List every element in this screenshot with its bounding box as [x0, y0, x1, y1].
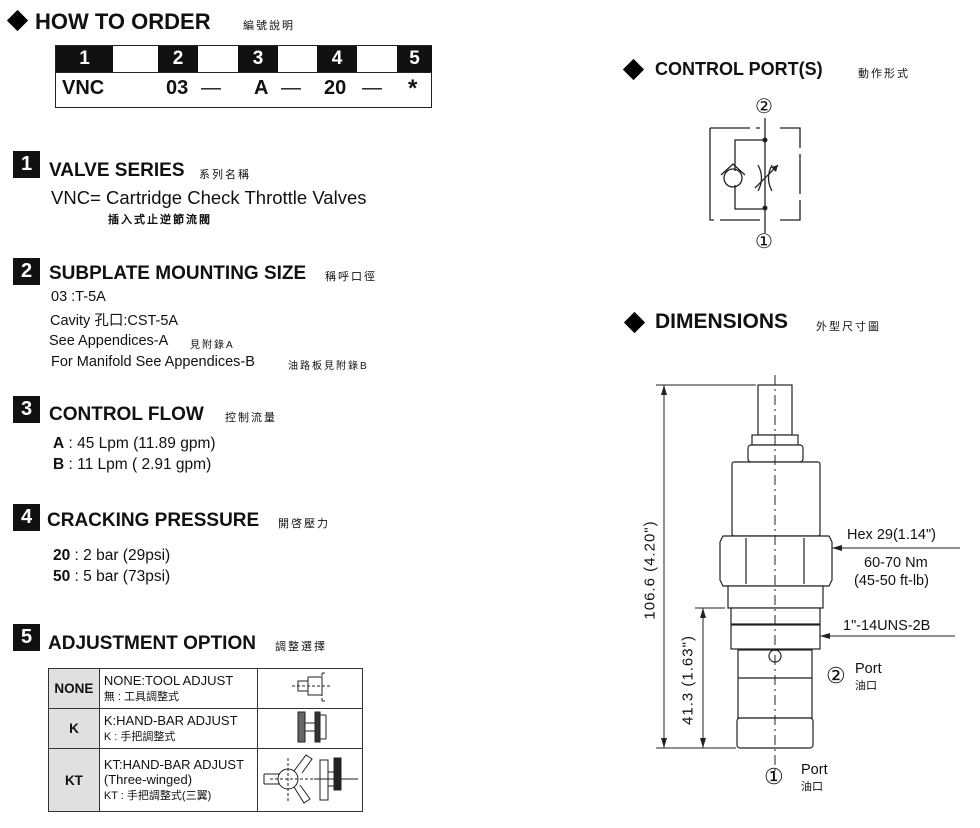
section-title-cjk: 控制流量: [225, 412, 277, 424]
order-code-table: 1 2 3 4 5 VNC 03 — A — 20 — *: [55, 45, 432, 108]
section-number-3: 3: [13, 396, 40, 423]
how-to-order-title-cjk: 編號說明: [243, 20, 295, 32]
torque-label: 60-70 Nm: [864, 555, 928, 571]
adjust-code: K: [48, 708, 100, 749]
appendix-b-cjk: 油路板見附錄B: [288, 361, 369, 372]
three-wing-drawing: [257, 748, 363, 812]
thread-label: 1"-14UNS-2B: [843, 618, 931, 634]
section-title-cjk: 系列名稱: [199, 169, 251, 181]
port-1-label: Port: [801, 762, 828, 778]
valve-series-desc: VNC= Cartridge Check Throttle Valves: [51, 187, 367, 208]
flow-option-b: B : 11 Lpm ( 2.91 gpm): [53, 456, 212, 473]
order-pos-4: 4: [317, 46, 357, 72]
adjust-desc: KT:HAND-BAR ADJUST(Three-winged)KT : 手把調…: [98, 748, 259, 812]
port-1-number: ①: [764, 764, 784, 789]
order-pos-2: 2: [158, 46, 198, 72]
size-line: 03 :T-5A: [51, 289, 106, 305]
section-title-cjk: 調整選擇: [275, 641, 327, 653]
order-value-flow: A: [254, 77, 269, 99]
section-title-valve-series: VALVE SERIES: [49, 160, 185, 181]
section-number-4: 4: [13, 504, 40, 531]
port-1-cjk: 油口: [801, 781, 823, 793]
lower-length-dimension: 41.3 (1.63"): [679, 635, 697, 725]
section-title-cracking-pressure: CRACKING PRESSURE: [47, 510, 260, 531]
section-number-1: 1: [13, 151, 40, 178]
cavity-line: Cavity 孔口:CST-5A: [50, 313, 179, 329]
order-pos-1: 1: [56, 46, 113, 72]
appendix-b-line: For Manifold See Appendices-B: [51, 354, 255, 370]
appendix-a-cjk: 見附錄A: [190, 340, 235, 351]
torque-imperial-label: (45-50 ft-lb): [854, 573, 929, 589]
three-wing-handle-icon: [263, 753, 358, 804]
order-dash: —: [201, 77, 221, 99]
order-value-series: VNC: [62, 77, 105, 99]
section-title-control-flow: CONTROL FLOW: [49, 404, 204, 425]
section-title-adjustment: ADJUSTMENT OPTION: [48, 633, 256, 654]
order-dash: —: [362, 77, 382, 99]
port-2-number: ②: [826, 663, 846, 688]
flow-option-a: A : 45 Lpm (11.89 gpm): [53, 435, 216, 452]
dimensions-title-cjk: 外型尺寸圖: [816, 321, 881, 333]
control-ports-title: CONTROL PORT(S): [655, 59, 823, 79]
adjust-code: NONE: [48, 668, 100, 709]
control-ports-title-cjk: 動作形式: [858, 68, 910, 80]
tool-adjust-drawing: [257, 668, 363, 709]
tool-adjust-icon: [292, 672, 332, 702]
table-row: KT KT:HAND-BAR ADJUST(Three-winged)KT : …: [48, 748, 363, 812]
valve-series-desc-cjk: 插入式止逆節流閥: [108, 214, 212, 226]
dimensions-title: DIMENSIONS: [655, 310, 789, 333]
hand-bar-icon: [297, 711, 327, 743]
hex-size-label: Hex 29(1.14"): [847, 527, 936, 543]
adjust-code: KT: [48, 748, 100, 812]
how-to-order-title: HOW TO ORDER: [35, 9, 211, 34]
order-value-adjust: *: [408, 75, 418, 102]
pressure-option-20: 20 : 2 bar (29psi): [53, 547, 171, 564]
order-value-pressure: 20: [324, 77, 347, 99]
order-pos-3: 3: [238, 46, 278, 72]
port-1-label: ①: [755, 231, 773, 253]
section-number-5: 5: [13, 624, 40, 651]
order-dash: —: [281, 77, 301, 99]
section-title-subplate: SUBPLATE MOUNTING SIZE: [49, 263, 307, 284]
order-pos-5: 5: [397, 46, 432, 72]
overall-length-dimension: 106.6 (4.20"): [641, 520, 659, 620]
pressure-option-50: 50 : 5 bar (73psi): [53, 568, 171, 585]
hand-bar-drawing: [257, 708, 363, 749]
port-2-label: Port: [855, 661, 882, 677]
appendix-a-line: See Appendices-A: [49, 333, 169, 349]
port-2-cjk: 油口: [855, 680, 877, 692]
section-title-cjk: 稱呼口徑: [325, 271, 377, 283]
port-2-label: ②: [755, 96, 773, 118]
order-value-size: 03: [166, 77, 189, 99]
section-number-2: 2: [13, 258, 40, 285]
section-title-cjk: 開啓壓力: [278, 518, 330, 530]
